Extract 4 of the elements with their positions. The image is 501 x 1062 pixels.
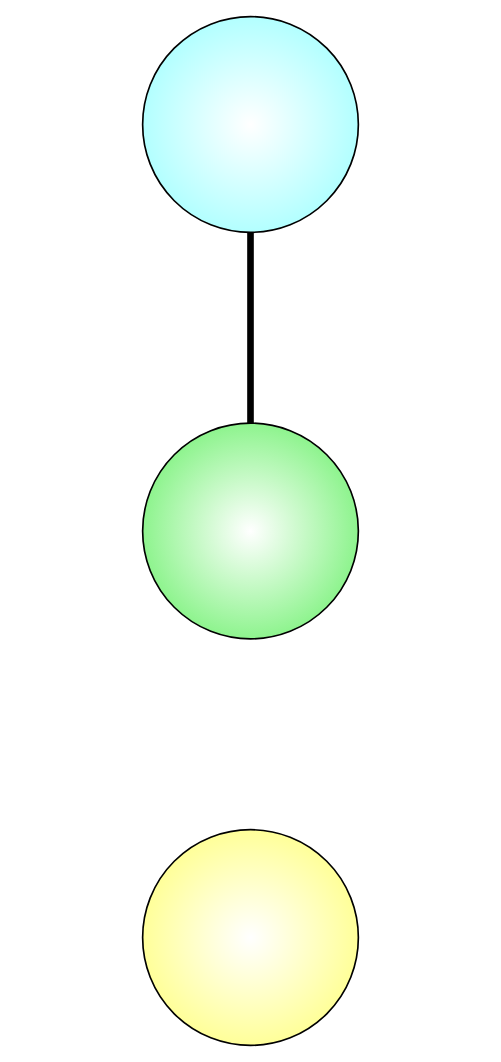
node-circle — [141, 422, 360, 640]
node-circle — [141, 15, 360, 234]
node-circle — [141, 828, 360, 1047]
connector — [247, 232, 254, 423]
